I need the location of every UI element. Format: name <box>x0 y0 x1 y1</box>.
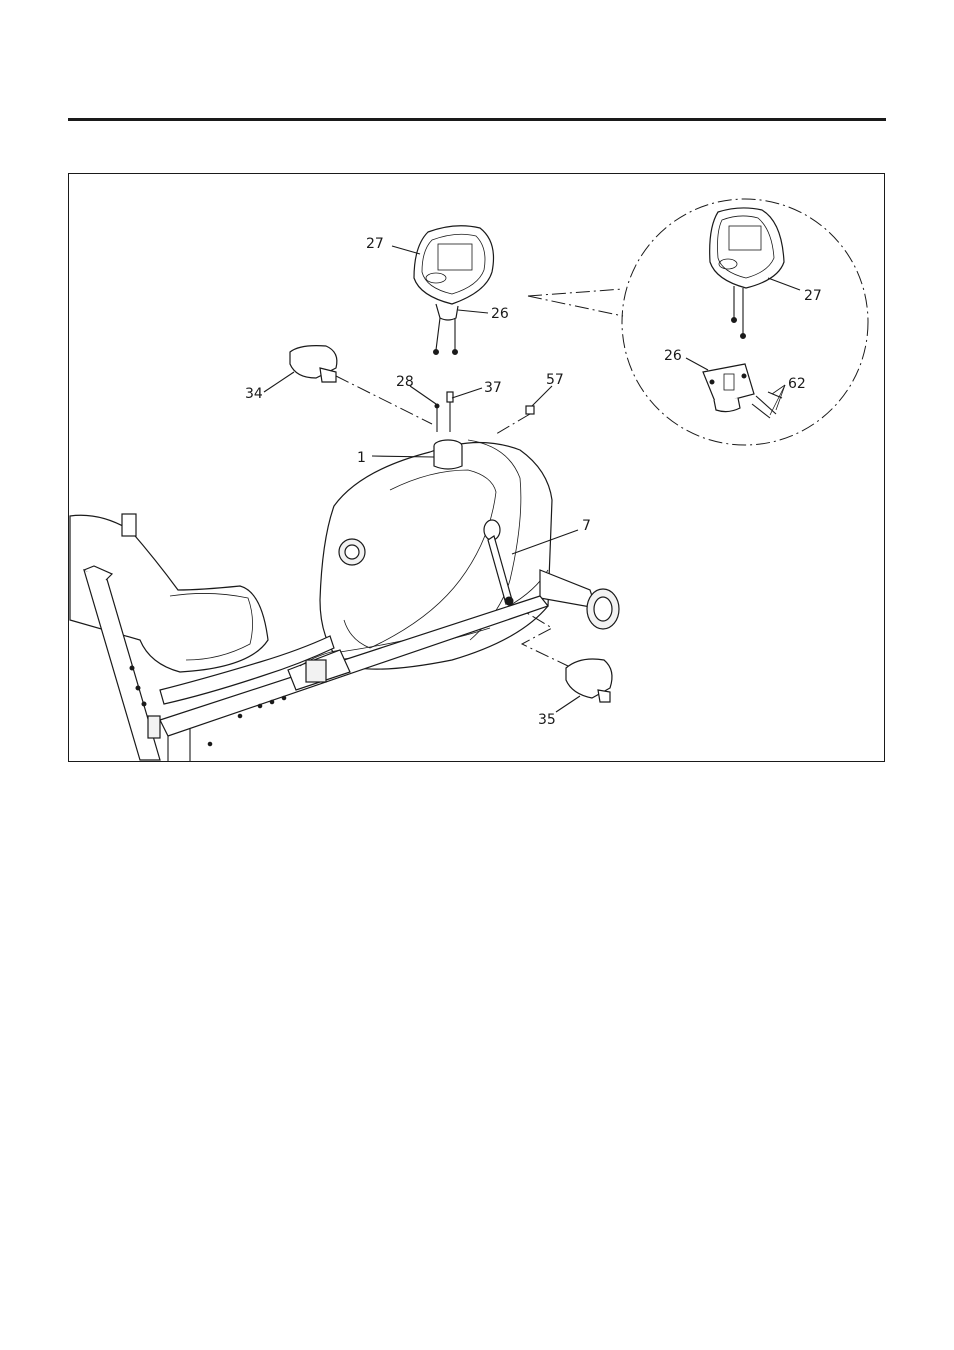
detail-view <box>528 199 868 445</box>
callout-35: 35 <box>538 712 556 728</box>
console-27 <box>414 226 494 304</box>
callout-62: 62 <box>788 376 806 392</box>
callout-37: 37 <box>484 380 502 396</box>
callout-7: 7 <box>582 518 591 534</box>
screw-28 <box>435 404 439 432</box>
callout-26-main: 26 <box>491 306 509 322</box>
callout-26-detail: 26 <box>664 348 682 364</box>
callout-27-main: 27 <box>366 236 384 252</box>
callout-57: 57 <box>546 372 564 388</box>
detail-console-27 <box>710 208 784 339</box>
callout-28: 28 <box>396 374 414 390</box>
detail-bracket-26 <box>703 364 785 418</box>
bike-body <box>70 440 619 762</box>
bolt-57 <box>496 406 534 434</box>
detail-leader-upper <box>528 289 623 296</box>
callout-27-detail: 27 <box>804 288 822 304</box>
callout-1: 1 <box>357 450 366 466</box>
detail-leader-lower <box>528 296 623 316</box>
callout-34: 34 <box>245 386 263 402</box>
console-mast-26 <box>434 304 459 355</box>
